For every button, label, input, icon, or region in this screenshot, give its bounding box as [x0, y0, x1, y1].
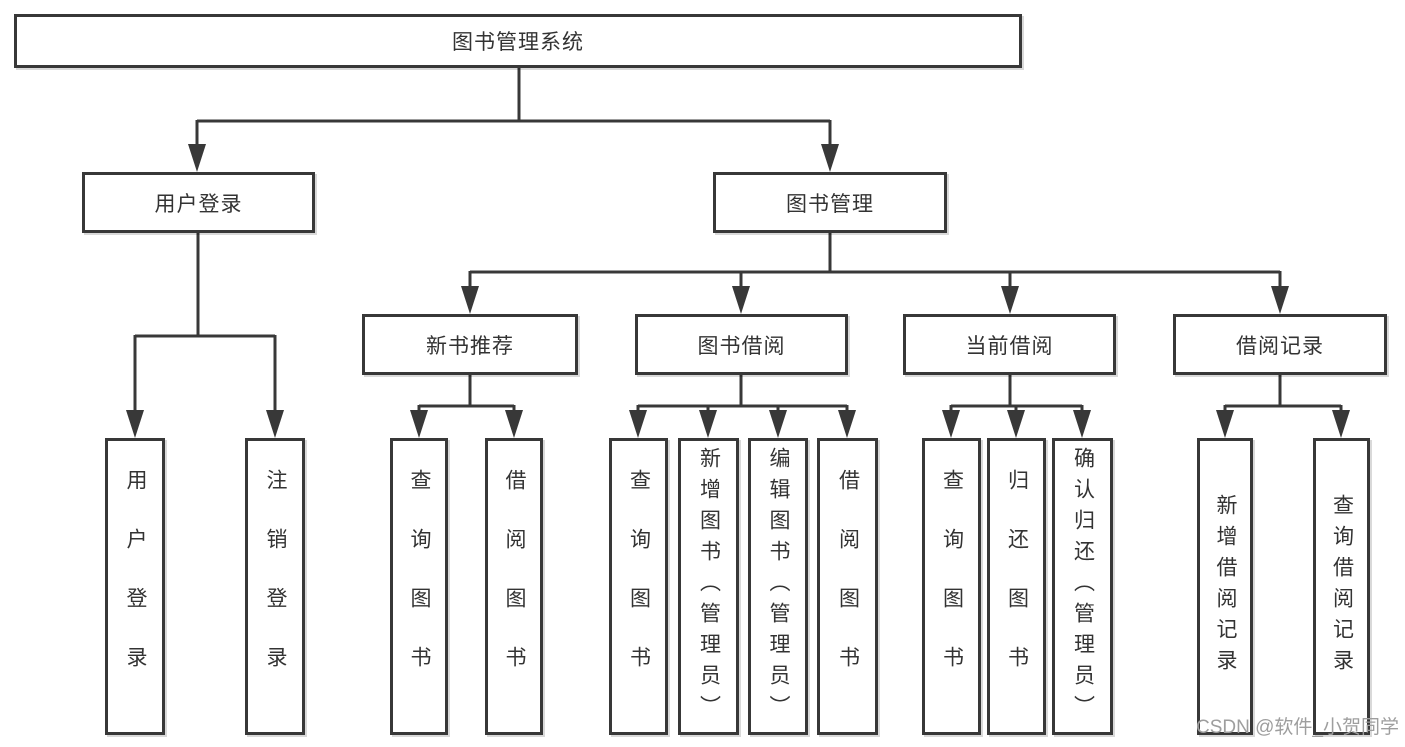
- node-book-borrowing: 图书借阅: [635, 314, 848, 375]
- leaf-query-books-recommend: 查询图书: [390, 438, 448, 735]
- node-library-management-system: 图书管理系统: [14, 14, 1022, 68]
- leaf-confirm-return-admin: 确认归还（管理员）: [1052, 438, 1113, 735]
- csdn-watermark: CSDN @软件_小贺同学: [1196, 717, 1399, 738]
- leaf-label: 新增图书（管理员）: [697, 447, 721, 726]
- node-label: 图书借阅: [697, 334, 786, 358]
- leaf-add-borrow-record: 新增借阅记录: [1197, 438, 1253, 735]
- leaf-return-books: 归还图书: [987, 438, 1046, 735]
- node-label: 当前借阅: [965, 334, 1054, 358]
- node-label: 借阅记录: [1236, 334, 1324, 358]
- leaf-label: 编辑图书（管理员）: [767, 447, 790, 726]
- leaf-user-login: 用户登录: [105, 438, 165, 735]
- leaf-borrow-books-recommend: 借阅图书: [485, 438, 543, 735]
- node-current-borrowing: 当前借阅: [903, 314, 1116, 375]
- leaf-label: 新增借阅记录: [1214, 493, 1237, 680]
- leaf-label: 查询图书: [627, 468, 651, 705]
- leaf-label: 借阅图书: [836, 468, 860, 705]
- leaf-label: 确认归还（管理员）: [1071, 447, 1095, 726]
- leaf-edit-books-admin: 编辑图书（管理员）: [748, 438, 808, 735]
- leaf-label: 查询图书: [408, 468, 431, 705]
- leaf-borrow-books: 借阅图书: [817, 438, 878, 735]
- leaf-label: 借阅图书: [503, 468, 526, 705]
- leaf-label: 查询图书: [940, 468, 964, 705]
- leaf-label: 查询借阅记录: [1330, 493, 1354, 680]
- arrowheads: [126, 144, 1350, 438]
- node-book-management: 图书管理: [713, 172, 947, 233]
- leaf-label: 注销登录: [264, 468, 287, 705]
- leaf-logout: 注销登录: [245, 438, 305, 735]
- node-label: 用户登录: [154, 192, 243, 216]
- node-new-book-recommend: 新书推荐: [362, 314, 578, 375]
- node-user-login: 用户登录: [82, 172, 315, 233]
- node-label: 图书管理: [786, 192, 874, 216]
- leaf-query-books-borrowing: 查询图书: [609, 438, 668, 735]
- node-borrow-records: 借阅记录: [1173, 314, 1387, 375]
- leaf-label: 用户登录: [124, 468, 147, 705]
- leaf-query-books-current: 查询图书: [922, 438, 981, 735]
- leaf-add-books-admin: 新增图书（管理员）: [678, 438, 739, 735]
- leaf-query-borrow-record: 查询借阅记录: [1313, 438, 1370, 735]
- node-label: 图书管理系统: [452, 31, 584, 54]
- leaf-label: 归还图书: [1005, 468, 1029, 705]
- node-label: 新书推荐: [426, 334, 514, 358]
